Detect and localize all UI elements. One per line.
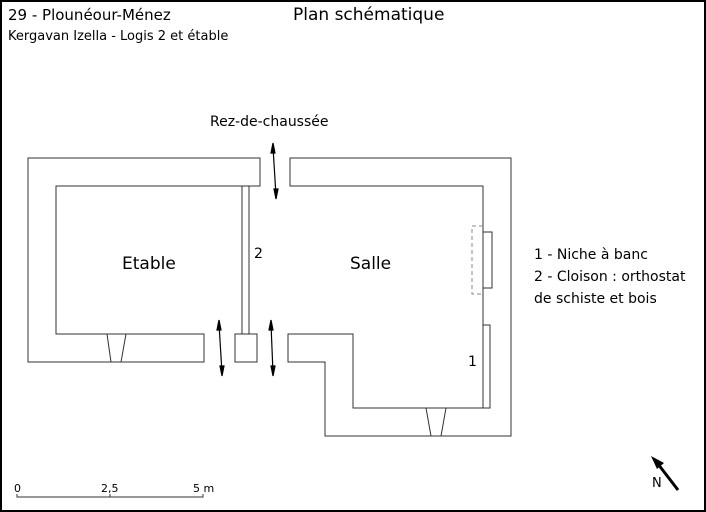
- room-label-salle: Salle: [350, 254, 392, 274]
- room-label-etable: Etable: [122, 254, 176, 274]
- level-label: Rez-de-chaussée: [210, 114, 329, 130]
- salle-window: [425, 407, 447, 437]
- north-label: N: [652, 476, 662, 491]
- niche-bench: [482, 231, 493, 289]
- marker-1: 1: [468, 354, 477, 370]
- etable-window: [106, 333, 127, 363]
- scale-label-5m: 5 m: [193, 482, 215, 495]
- partition-post: [234, 333, 258, 363]
- door-arrow-etable: [216, 319, 225, 377]
- legend-item-2: 2 - Cloison : orthostat: [534, 269, 686, 285]
- niche-outline-dashed: [471, 225, 483, 295]
- salle-walls: [287, 157, 512, 437]
- legend-item-1: 1 - Niche à banc: [534, 247, 648, 263]
- etable-walls: [27, 157, 261, 363]
- commune-name: 29 - Plounéour-Ménez: [8, 6, 171, 24]
- north-arrow-icon: [651, 456, 680, 491]
- legend-item-2-cont: de schiste et bois: [534, 291, 657, 307]
- partition-cloison: [241, 185, 250, 335]
- door-arrow-salle: [268, 319, 276, 377]
- plan-title: Plan schématique: [293, 5, 445, 25]
- element-1: [482, 324, 491, 409]
- scale-label-2-5: 2,5: [101, 482, 119, 495]
- marker-2: 2: [254, 246, 263, 262]
- site-name: Kergavan Izella - Logis 2 et étable: [8, 29, 229, 44]
- door-arrow-top: [270, 142, 279, 200]
- scale-bar: [16, 494, 204, 498]
- scale-label-0: 0: [14, 482, 21, 495]
- legend: 1 - Niche à banc 2 - Cloison : orthostat…: [534, 244, 685, 310]
